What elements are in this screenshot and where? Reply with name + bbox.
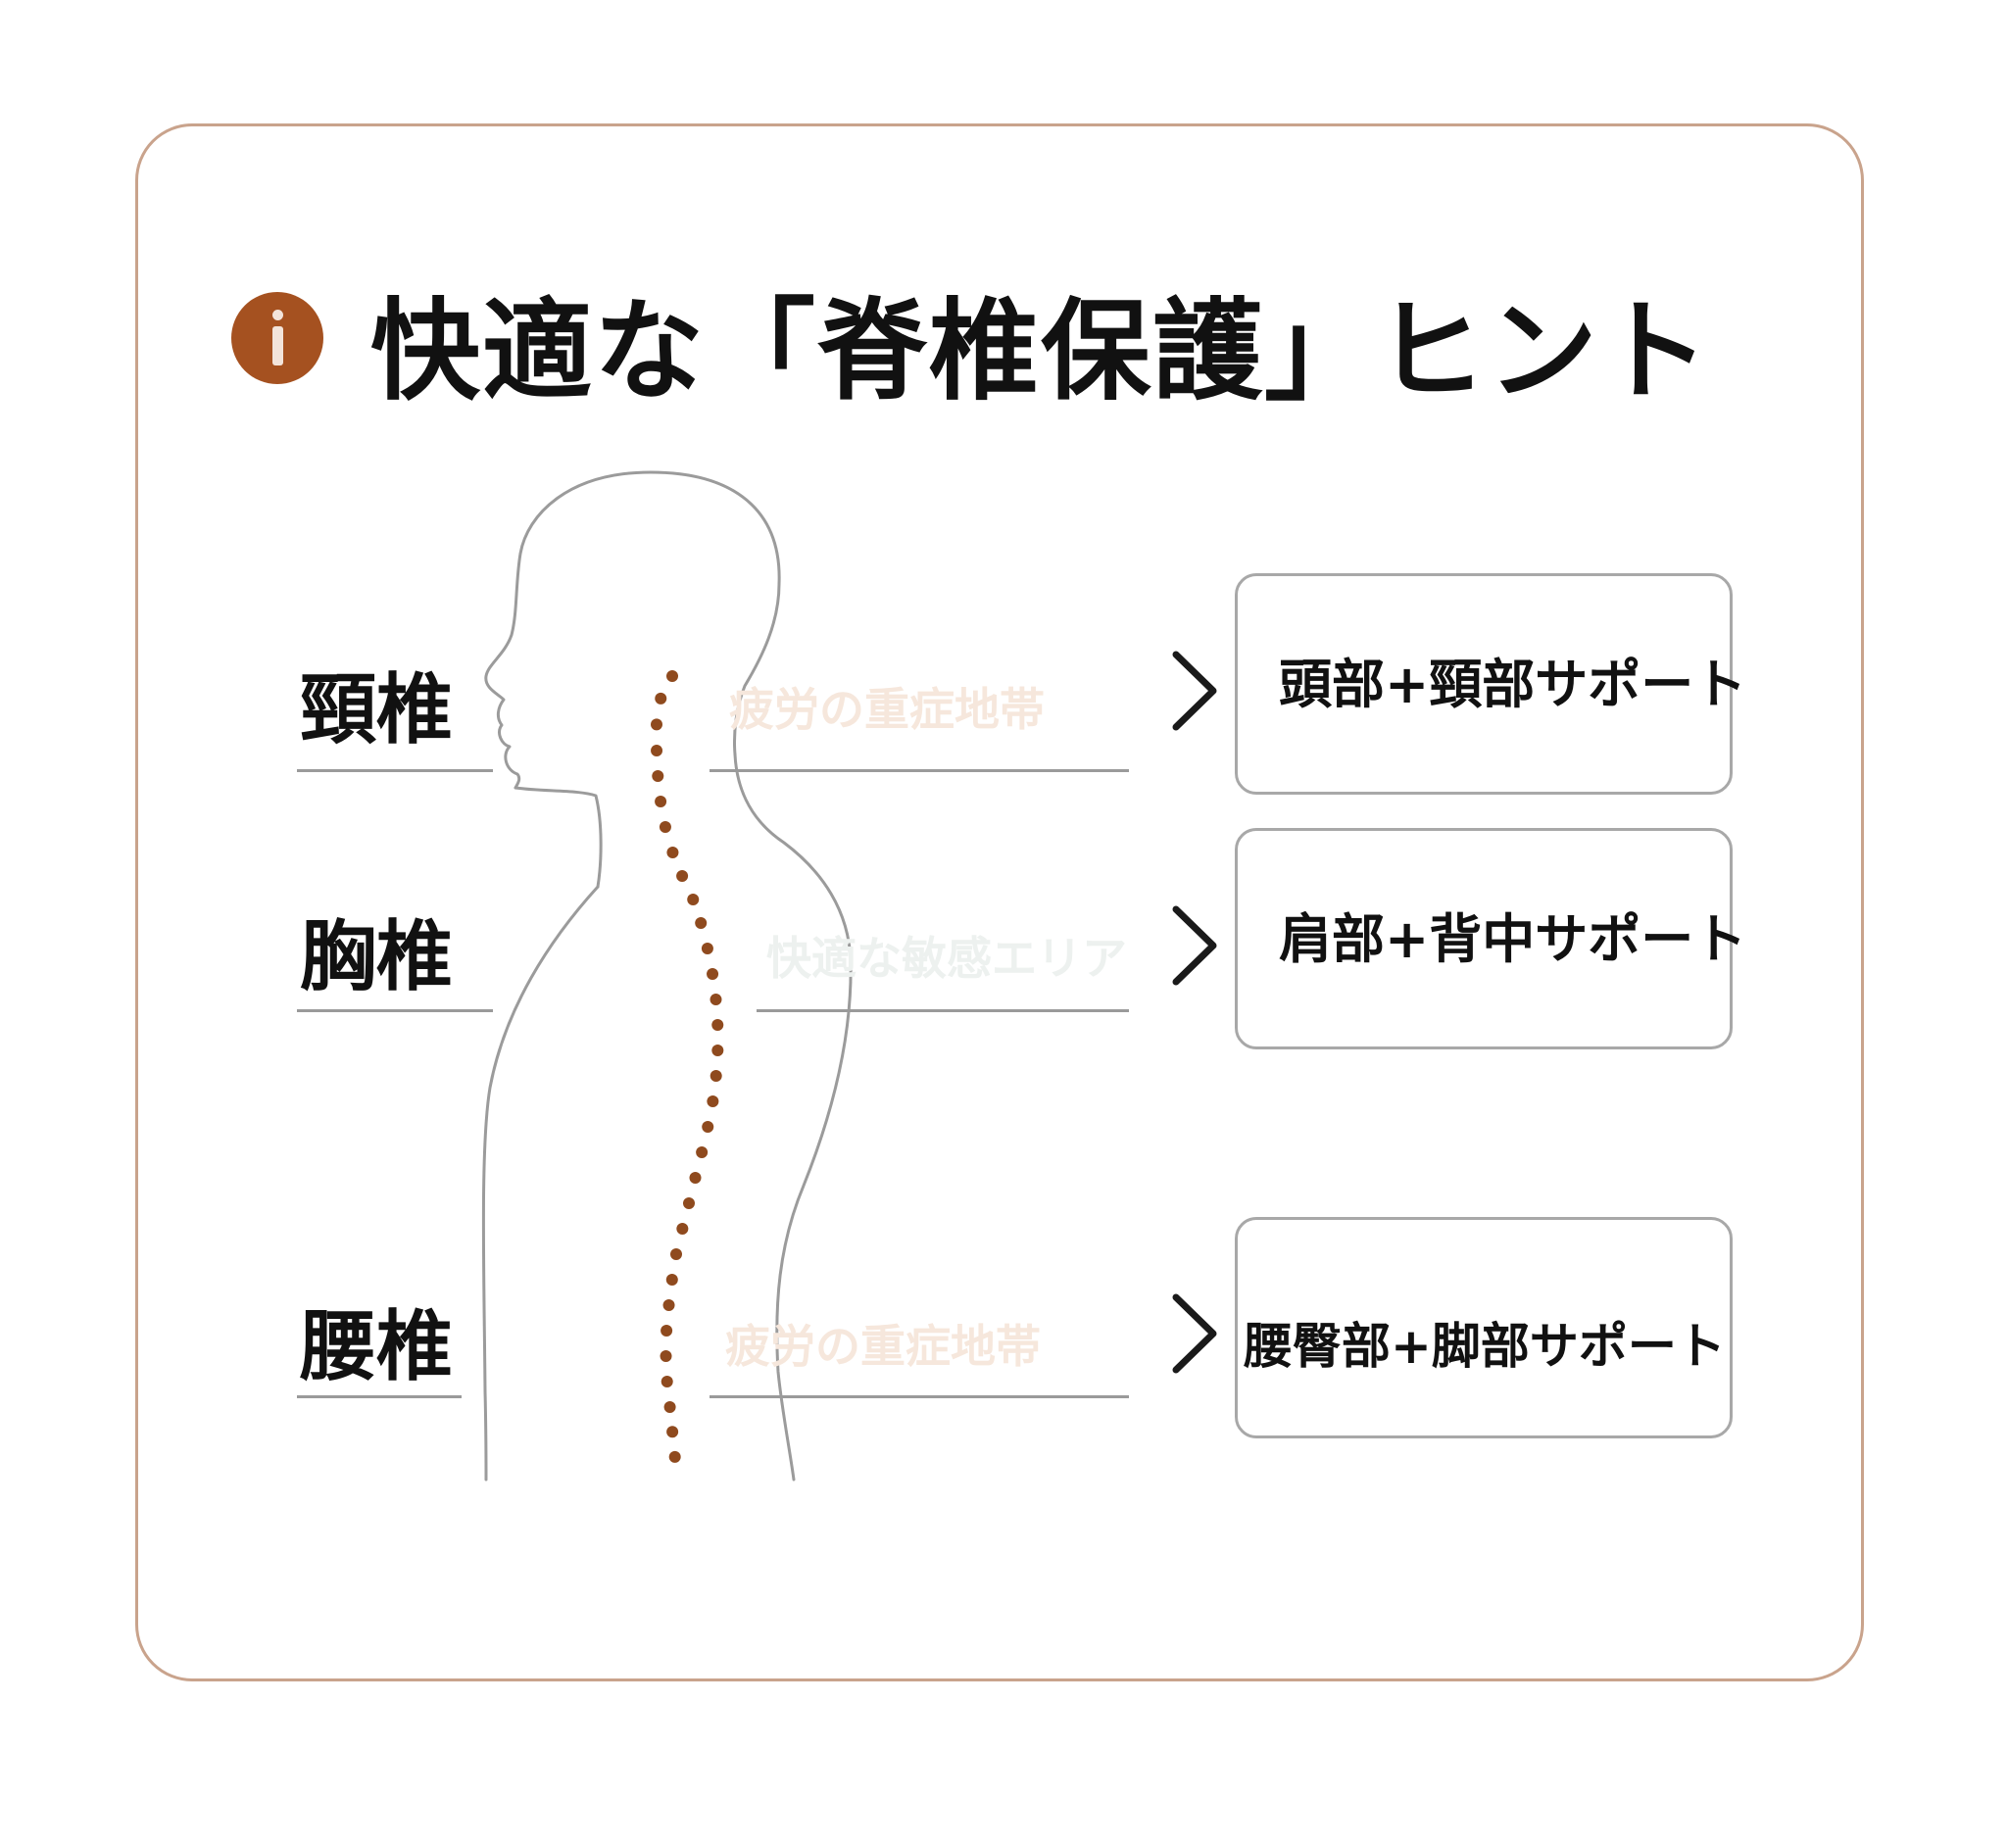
spine-vertebra-dot: [696, 1146, 709, 1158]
spine-vertebra-dot: [710, 1070, 722, 1082]
spine-vertebra-dot: [662, 1299, 675, 1311]
spine-vertebra-dot: [659, 821, 671, 833]
chevron-right-icon: [1172, 1293, 1217, 1374]
spine-label-cervical: 頸椎: [300, 666, 454, 754]
support-text-thoracic: 肩部+背中サポート: [1279, 908, 1747, 970]
spine-vertebra-dot: [707, 968, 719, 980]
spine-vertebra-dot: [663, 1401, 676, 1413]
spine-vertebra-dot: [689, 1172, 702, 1184]
label-underline: [297, 1009, 493, 1012]
chevron-right-icon: [1172, 905, 1217, 986]
support-text-cervical: 頭部+頸部サポート: [1279, 654, 1747, 715]
spine-label-thoracic: 胸椎: [300, 913, 454, 1001]
label-underline: [297, 1395, 462, 1398]
spine-vertebra-dot: [710, 994, 722, 1005]
support-box-thoracic: 肩部+背中サポート: [1235, 828, 1746, 1049]
spine-vertebra-dot: [666, 670, 678, 682]
info-icon: [231, 292, 323, 384]
spine-vertebra-dot: [701, 943, 713, 954]
spine-label-lumbar: 腰椎: [300, 1303, 454, 1391]
spine-vertebra-dot: [670, 1248, 682, 1260]
page-title: 快適な「脊椎保護」ヒント: [370, 288, 1711, 415]
zone-note-cervical: 疲労の重症地帯: [729, 683, 1045, 736]
spine-vertebra-dot: [676, 1223, 689, 1235]
zone-note-thoracic: 快適な敏感エリア: [766, 932, 1127, 985]
spine-vertebra-dot: [676, 870, 689, 882]
spine-vertebra-dot: [707, 1095, 719, 1107]
spine-vertebra-dot: [711, 1045, 724, 1056]
spine-vertebra-dot: [711, 1019, 724, 1031]
support-text-lumbar: 腰臀部+脚部サポート: [1244, 1318, 1726, 1375]
spine-vertebra-dot: [660, 1350, 672, 1362]
spine-vertebra-dot: [666, 847, 679, 858]
spine-vertebra-dot: [687, 894, 700, 905]
support-box-lumbar: 腰臀部+脚部サポート: [1235, 1217, 1733, 1438]
zone-line-cervical: [710, 769, 1129, 772]
spine-vertebra-dot: [683, 1197, 695, 1209]
spine-vertebra-dot: [651, 718, 662, 731]
spine-vertebra-dot: [655, 692, 667, 705]
zone-line-thoracic: [757, 1009, 1129, 1012]
spine-vertebra-dot: [668, 1450, 681, 1463]
spine-vertebra-dot: [695, 917, 708, 929]
spine-vertebra-dot: [666, 1426, 679, 1438]
spine-vertebra-dot: [661, 1325, 673, 1337]
zone-line-lumbar: [710, 1395, 1129, 1398]
support-box-cervical: 頭部+頸部サポート: [1235, 573, 1746, 795]
spine-vertebra-dot: [651, 745, 663, 756]
spine-vertebra-dot: [661, 1376, 673, 1387]
zone-note-lumbar: 疲労の重症地帯: [725, 1320, 1041, 1373]
spine-vertebra-dot: [665, 1274, 678, 1286]
chevron-right-icon: [1172, 651, 1217, 731]
spine-vertebra-dot: [652, 770, 664, 782]
spine-vertebra-dot: [655, 796, 667, 807]
spine-vertebra-dot: [702, 1121, 714, 1133]
label-underline: [297, 769, 493, 772]
